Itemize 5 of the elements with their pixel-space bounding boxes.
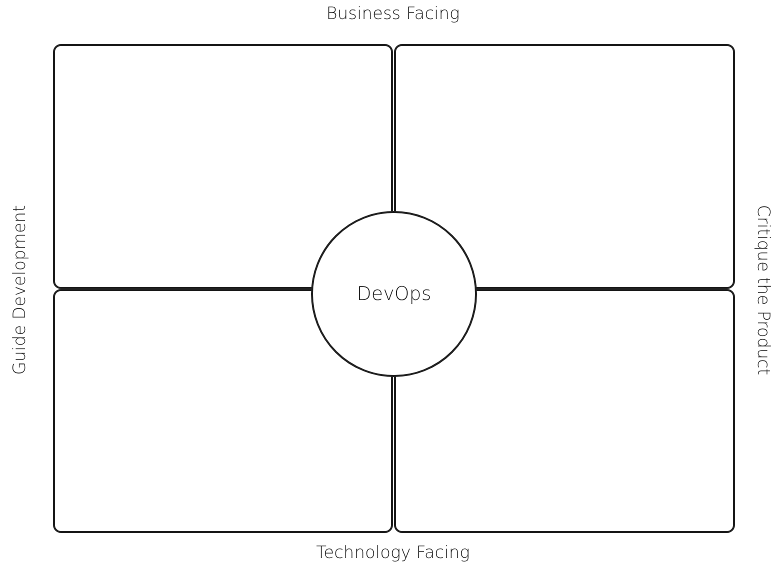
axis-label: Business Facing (326, 4, 460, 24)
circle-label: DevOps (356, 283, 432, 305)
axis-label: Critique the Product (753, 204, 773, 376)
axis-label: Technology Facing (316, 543, 470, 563)
axis-label: Guide Development (10, 205, 30, 375)
